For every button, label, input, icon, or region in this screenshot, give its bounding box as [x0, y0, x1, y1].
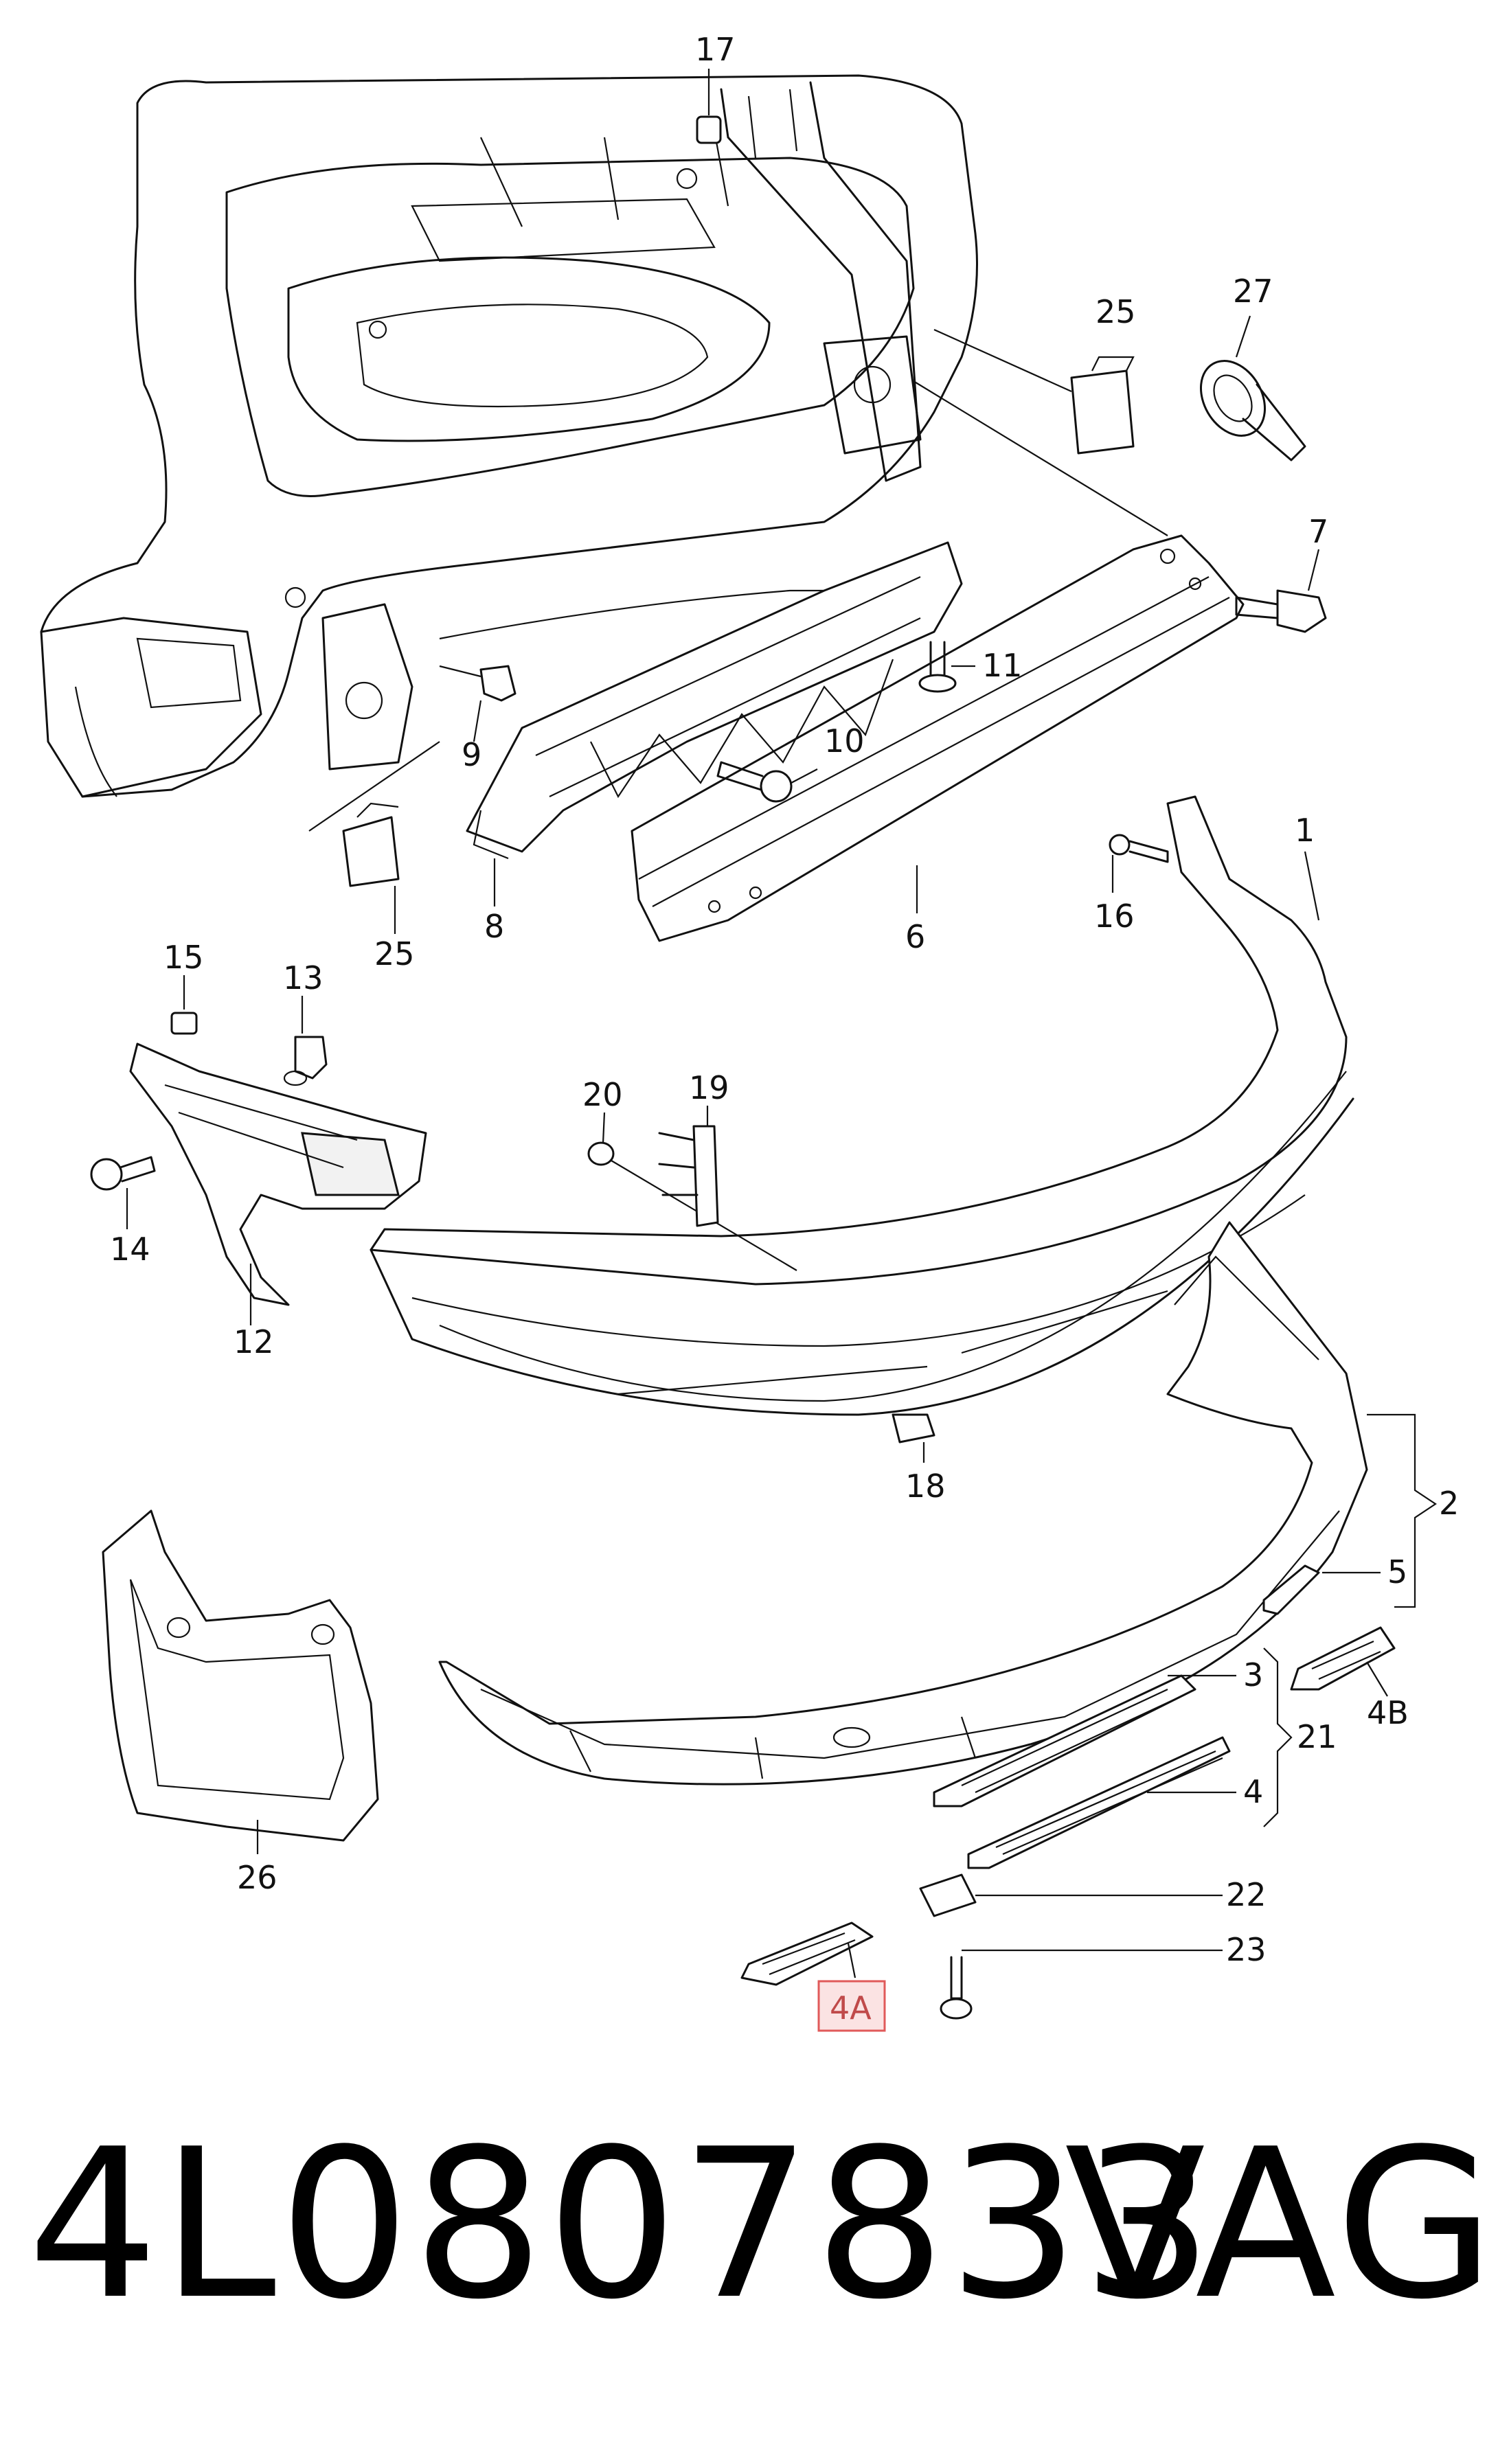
- callout-12: 12: [234, 1323, 274, 1360]
- callout-21: 21: [1297, 1718, 1337, 1755]
- part-11-bolt: [918, 641, 975, 693]
- car-body-rear: [40, 74, 978, 798]
- brand-label: VAG: [1065, 2105, 1498, 2345]
- callout-4B: 4B: [1367, 1694, 1409, 1731]
- callout-9: 9: [462, 736, 481, 773]
- part-5-reflector: [1262, 1564, 1381, 1615]
- callout-27: 27: [1233, 273, 1273, 310]
- callout-7: 7: [1308, 513, 1328, 550]
- part-3-trim-upper: [933, 1674, 1236, 1807]
- part-2-lower-bumper: [438, 1221, 1437, 1786]
- part-12-side-bracket: [129, 1042, 427, 1325]
- callout-5: 5: [1387, 1553, 1407, 1590]
- part-25-buffer-top: [933, 328, 1135, 455]
- part-8-mount-bracket: [466, 541, 963, 906]
- bracket-21: [1263, 1647, 1293, 1827]
- part-23-screw: [940, 1949, 1223, 2020]
- part-25-buffer-bottom: [308, 741, 440, 934]
- part-4A-grille: [740, 1921, 874, 1986]
- callout-22: 22: [1226, 1876, 1267, 1913]
- part-7-bolt: [1235, 549, 1327, 633]
- part-4B-grille: [1290, 1626, 1396, 1697]
- callout-20: 20: [582, 1076, 623, 1113]
- callout-17: 17: [695, 31, 736, 68]
- callout-15: 15: [163, 939, 204, 976]
- callout-25-bottom: 25: [374, 935, 415, 972]
- callout-4A: 4A: [830, 1989, 872, 2027]
- callout-13: 13: [283, 959, 324, 996]
- callout-25-top: 25: [1096, 293, 1136, 330]
- callout-6: 6: [905, 918, 925, 955]
- callout-2: 2: [1439, 1485, 1459, 1522]
- callout-1: 1: [1295, 812, 1315, 849]
- part-16-bolt: [1109, 834, 1169, 893]
- part-17-nut: [696, 69, 722, 144]
- part-27-tape-roll: [1199, 315, 1306, 461]
- part-18-clip: [892, 1413, 935, 1463]
- callout-3: 3: [1243, 1656, 1263, 1693]
- callout-23: 23: [1226, 1931, 1267, 1968]
- part-15-nut: [170, 975, 198, 1035]
- callout-14: 14: [110, 1231, 150, 1268]
- callout-8: 8: [484, 908, 504, 945]
- callout-labels: 17 25 27 7 11 9 10 1 8 25 6 16 15 13 20 …: [110, 31, 1459, 2032]
- part-9-clip: [439, 665, 517, 742]
- part-6-impact-bar: [631, 380, 1245, 942]
- callout-16: 16: [1094, 898, 1135, 935]
- callout-11: 11: [982, 647, 1023, 684]
- part-number: 4L0807833: [27, 2105, 1216, 2345]
- callout-4: 4: [1243, 1773, 1263, 1810]
- part-13-clip: [283, 996, 328, 1086]
- part-4-trim-lower: [967, 1736, 1236, 1869]
- callout-10: 10: [824, 722, 865, 760]
- part-14-bolt: [90, 1156, 156, 1229]
- part-10-bolt: [716, 761, 818, 803]
- callout-4A-highlight: [817, 1980, 886, 2032]
- part-19-stud-plate: [658, 1106, 719, 1227]
- callout-19: 19: [689, 1069, 729, 1106]
- callout-18: 18: [905, 1468, 946, 1505]
- callout-26: 26: [237, 1859, 277, 1896]
- part-22-clip: [919, 1873, 1223, 1917]
- part-26-mud-flap: [102, 1509, 379, 1854]
